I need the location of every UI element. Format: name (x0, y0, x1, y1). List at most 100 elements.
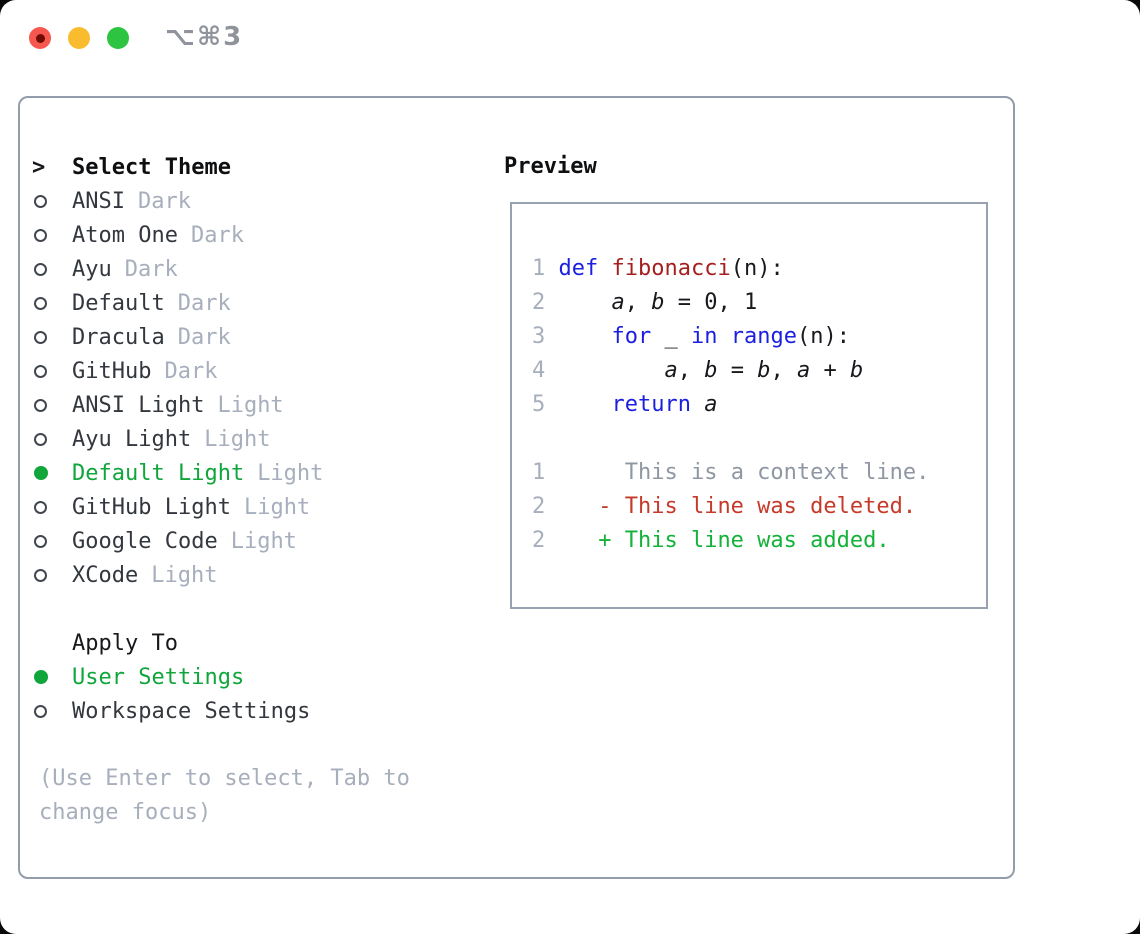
code-token (691, 392, 704, 417)
option-label: ANSI Light (72, 392, 205, 418)
code-token (545, 256, 558, 281)
theme-variant-tag: Dark (124, 256, 178, 282)
radio-column (32, 670, 72, 684)
code-token (545, 290, 611, 315)
code-token: - This line was deleted. (598, 494, 917, 519)
spacer (32, 728, 410, 762)
option-label: GitHub Light (72, 494, 231, 520)
option-label: ANSI (72, 188, 125, 214)
code-token: _ (651, 324, 691, 349)
option-label: Workspace Settings (72, 698, 311, 724)
code-token: b (849, 358, 864, 383)
code-token (545, 460, 624, 485)
radio-column (32, 330, 72, 344)
radio-icon (34, 704, 47, 718)
option-label: XCode (72, 562, 139, 588)
radio-icon (34, 364, 47, 378)
theme-variant-tag: Dark (164, 358, 218, 384)
theme-variant-tag: Light (151, 562, 218, 588)
theme-option-ansi-light[interactable]: ANSI Light Light (32, 388, 410, 422)
apply-option-user-settings[interactable]: User Settings (32, 660, 410, 694)
radio-column (32, 500, 72, 514)
code-token: b (651, 290, 665, 315)
close-button[interactable] (29, 27, 51, 49)
code-token: 1 (532, 256, 546, 281)
code-token: 4 (532, 358, 546, 383)
code-token: b (704, 358, 718, 383)
radio-column (32, 296, 72, 310)
radio-icon (34, 262, 47, 276)
preview-box: 1 def fibonacci(n): 2 a, b = 0, 1 3 for … (510, 202, 988, 609)
preview-title: Preview (504, 154, 597, 179)
apply-to-title: Apply To (72, 630, 178, 656)
window-title: ⌥⌘3 (165, 22, 244, 52)
code-token: 3 (532, 324, 546, 349)
theme-option-github[interactable]: GitHub Dark (32, 354, 410, 388)
radio-column (32, 466, 72, 480)
code-token: a (704, 392, 718, 417)
radio-selected-icon (34, 670, 48, 684)
code-token: a (664, 358, 678, 383)
code-token: 2 (532, 528, 546, 553)
code-token: 1 (532, 460, 546, 485)
theme-variant-tag: Light (204, 426, 271, 452)
radio-column (32, 364, 72, 378)
radio-icon (34, 330, 47, 344)
radio-icon (34, 228, 47, 242)
hint-line-1: (Use Enter to select, Tab to (39, 766, 410, 791)
apply-to-header: Apply To (32, 626, 410, 660)
theme-option-xcode[interactable]: XCode Light (32, 558, 410, 592)
select-theme-title: Select Theme (72, 154, 231, 180)
radio-icon (34, 194, 47, 208)
radio-column (32, 534, 72, 548)
radio-column (32, 194, 72, 208)
option-label: User Settings (72, 664, 245, 690)
code-token: 5 (532, 392, 546, 417)
titlebar (29, 27, 129, 49)
code-token (598, 256, 611, 281)
select-theme-header: > Select Theme (32, 150, 410, 184)
code-token: , (624, 290, 652, 315)
code-token: = (717, 358, 758, 383)
focus-caret-icon: > (32, 154, 46, 180)
option-label: Dracula (72, 324, 165, 350)
code-token: This is a context line. (624, 460, 930, 485)
radio-column (32, 228, 72, 242)
theme-option-github-light[interactable]: GitHub Light Light (32, 490, 410, 524)
code-token: b (757, 358, 771, 383)
hint-line-2: change focus) (39, 800, 212, 825)
code-token: (n): (730, 256, 784, 281)
code-token: return (611, 392, 691, 417)
option-label: Atom One (72, 222, 178, 248)
code-token (545, 392, 611, 417)
theme-option-ayu-light[interactable]: Ayu Light Light (32, 422, 410, 456)
maximize-button[interactable] (107, 27, 129, 49)
code-token (545, 358, 664, 383)
unsaved-dot-icon (35, 33, 45, 43)
radio-column (32, 432, 72, 446)
radio-icon (34, 500, 47, 514)
radio-column (32, 704, 72, 718)
code-token: def (558, 256, 599, 281)
code-token: = 0, 1 (664, 290, 758, 315)
code-token (545, 494, 598, 519)
radio-column (32, 568, 72, 582)
option-label: Ayu Light (72, 426, 192, 452)
theme-variant-tag: Light (243, 494, 311, 520)
apply-option-workspace-settings[interactable]: Workspace Settings (32, 694, 410, 728)
minimize-button[interactable] (68, 27, 90, 49)
theme-variant-tag: Light (217, 392, 284, 418)
option-label: GitHub (72, 358, 152, 384)
radio-column (32, 262, 72, 276)
code-token: fibonacci (611, 256, 731, 281)
